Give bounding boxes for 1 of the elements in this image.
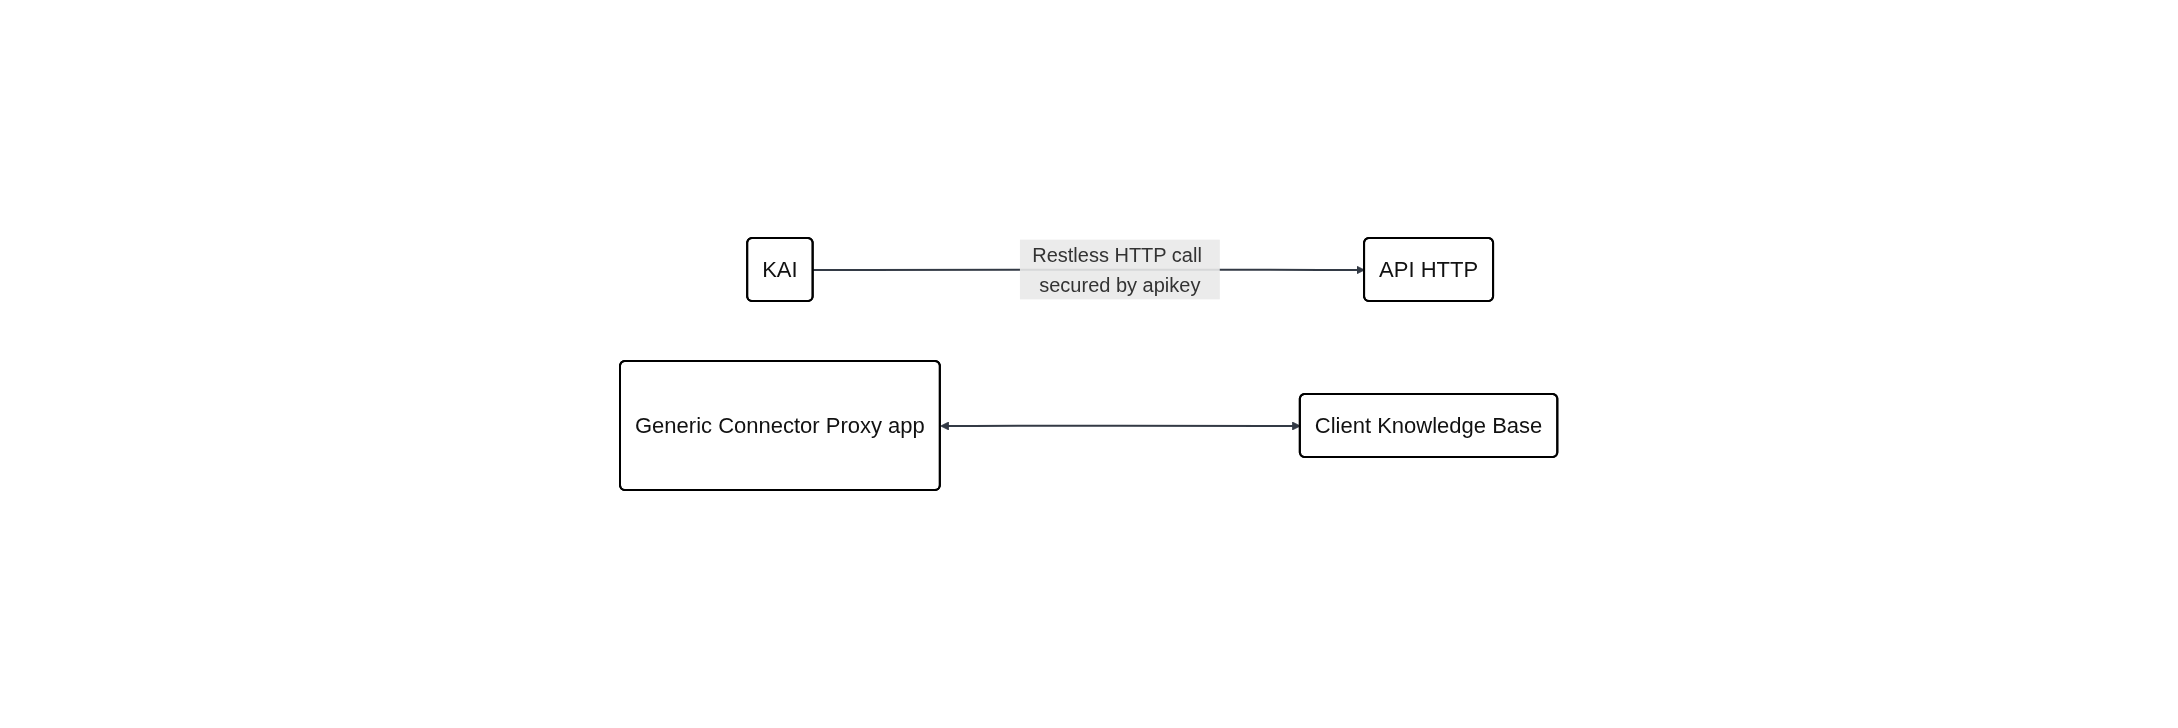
edge-label: Restless HTTP call secured by apikey [1032, 243, 1203, 296]
